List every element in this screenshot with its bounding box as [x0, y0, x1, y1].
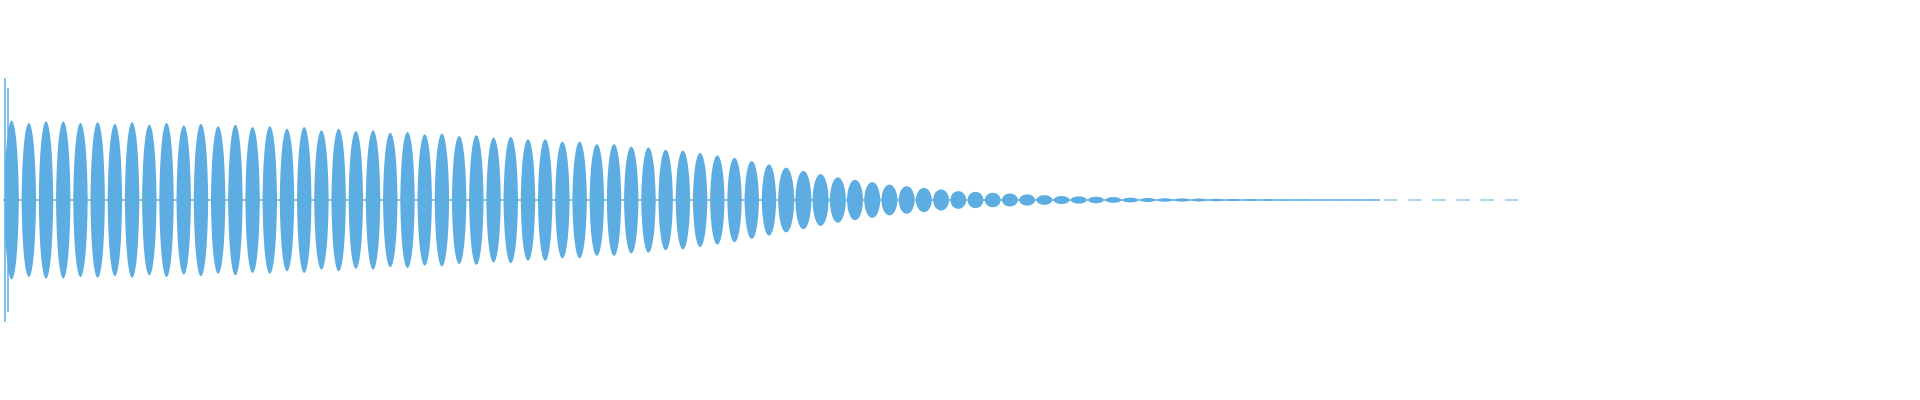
- waveform-lobe: [537, 139, 553, 261]
- waveform-lobe: [950, 191, 967, 209]
- waveform-lobe: [1036, 195, 1053, 205]
- waveform-lobe: [1019, 194, 1036, 206]
- waveform-lobe: [829, 177, 846, 223]
- waveform-lobe: [795, 170, 812, 230]
- waveform-lobe: [90, 122, 105, 278]
- waveform-lobe: [1294, 199, 1311, 201]
- waveform-lobe: [245, 127, 260, 273]
- waveform-lobe: [761, 164, 777, 236]
- waveform-lobe: [21, 123, 37, 277]
- waveform-lobe: [898, 186, 915, 214]
- waveform-lobe: [624, 146, 639, 254]
- waveform-lobe: [279, 128, 295, 272]
- waveform-lobe: [1156, 198, 1173, 202]
- waveform-lobe: [984, 192, 1001, 208]
- waveform-lobe: [228, 124, 243, 276]
- waveform-lobe: [881, 184, 898, 216]
- waveform-lobe: [589, 144, 605, 256]
- waveform-lobe: [727, 157, 742, 243]
- waveform-lobe: [864, 182, 881, 218]
- waveform-lobe: [1053, 195, 1070, 205]
- waveform-lobe: [658, 149, 673, 251]
- waveform-lobe: [572, 141, 587, 259]
- waveform-lobe: [1363, 199, 1380, 201]
- waveform-lobe: [1001, 193, 1019, 207]
- waveform-lobe: [846, 179, 864, 221]
- waveform-lobe: [383, 132, 398, 268]
- waveform-lobes: [3, 78, 1380, 322]
- waveform-lobe: [38, 121, 54, 279]
- waveform-lobe: [469, 135, 484, 265]
- waveform-lobe: [1260, 199, 1277, 201]
- waveform-lobe: [915, 187, 932, 213]
- waveform-lobe: [296, 127, 312, 273]
- waveform-lobe: [1346, 199, 1363, 201]
- waveform-lobe: [434, 133, 450, 267]
- waveform-lobe: [1070, 196, 1087, 204]
- waveform-lobe: [176, 125, 191, 275]
- waveform-lobe: [210, 126, 226, 274]
- waveform-lobe: [142, 124, 157, 276]
- waveform-lobe: [1139, 197, 1156, 203]
- waveform-lobe: [692, 153, 708, 247]
- waveform-lobe: [778, 167, 795, 233]
- waveform-lobe: [1087, 196, 1105, 204]
- waveform-lobe: [1208, 198, 1225, 202]
- waveform-lobe: [606, 144, 622, 256]
- waveform-lobe: [365, 130, 381, 270]
- waveform-lobe: [967, 191, 984, 209]
- waveform-lobe: [124, 122, 140, 278]
- waveform-lobe: [675, 150, 691, 250]
- waveform-lobe: [1173, 198, 1191, 202]
- waveform-lobe: [555, 141, 570, 259]
- waveform-lobe: [400, 131, 415, 269]
- waveform-lobe: [1242, 199, 1259, 201]
- waveform-lobe: [1225, 198, 1242, 202]
- waveform-lobe: [417, 134, 432, 266]
- waveform-lobe: [1311, 199, 1328, 201]
- waveform-lobe: [1328, 199, 1346, 201]
- waveform-lobe: [193, 123, 209, 277]
- waveform-lobe: [486, 137, 501, 263]
- waveform-lobe: [1105, 197, 1122, 203]
- waveform-lobe: [73, 123, 88, 277]
- waveform-lobe: [520, 139, 536, 261]
- waveform-lobe: [503, 136, 518, 264]
- waveform-lobe: [262, 126, 278, 274]
- waveform-lobe: [348, 131, 364, 269]
- waveform-lobe: [812, 174, 829, 226]
- waveform-lobe: [710, 155, 725, 245]
- waveform-lobe: [451, 136, 467, 264]
- waveform-lobe: [56, 121, 71, 279]
- waveform-lobe: [641, 147, 656, 253]
- waveform-lobe: [159, 123, 174, 277]
- waveform-lobe: [744, 161, 759, 239]
- waveform-lobe: [4, 120, 19, 280]
- waveform-lobe: [932, 189, 950, 211]
- waveform-lobe: [1191, 198, 1208, 202]
- waveform-lobe: [1277, 199, 1294, 201]
- waveform-lobe: [331, 128, 346, 272]
- waveform-lobe: [314, 130, 329, 270]
- waveform-lobe: [1122, 197, 1139, 203]
- waveform-lobe: [107, 123, 123, 277]
